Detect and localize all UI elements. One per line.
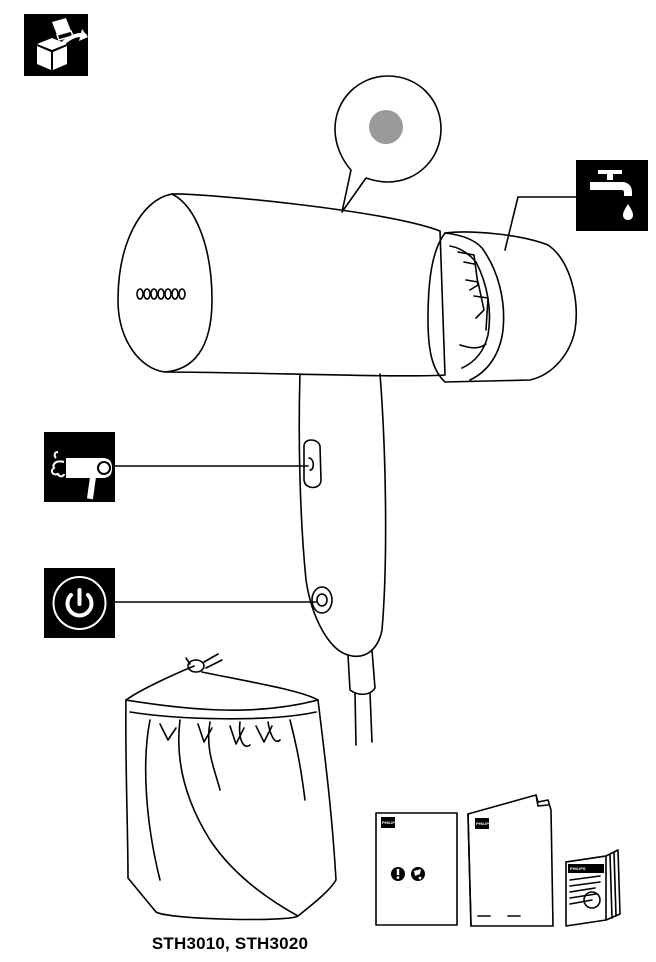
power-button [311, 586, 333, 614]
water-tank [427, 231, 578, 383]
handle [298, 373, 387, 657]
storage-pouch [124, 653, 337, 921]
steam-holes [136, 288, 186, 300]
steamer-head [117, 193, 446, 377]
warranty-booklet [565, 849, 621, 927]
indicator-bubble [334, 75, 442, 213]
user-manual [375, 812, 458, 926]
unpack-box-icon [24, 14, 88, 76]
svg-text:PHILIPS: PHILIPS [570, 866, 586, 871]
power-icon [44, 568, 115, 638]
water-tap-icon [576, 160, 648, 231]
model-numbers: STH3010, STH3020 [151, 934, 309, 953]
safety-leaflet [467, 794, 554, 927]
indicator-light [369, 110, 403, 144]
steam-button [303, 439, 322, 489]
steam-trigger-icon [44, 432, 115, 502]
svg-text:PHILIPS: PHILIPS [382, 820, 398, 825]
svg-text:PHILIPS: PHILIPS [476, 821, 492, 826]
